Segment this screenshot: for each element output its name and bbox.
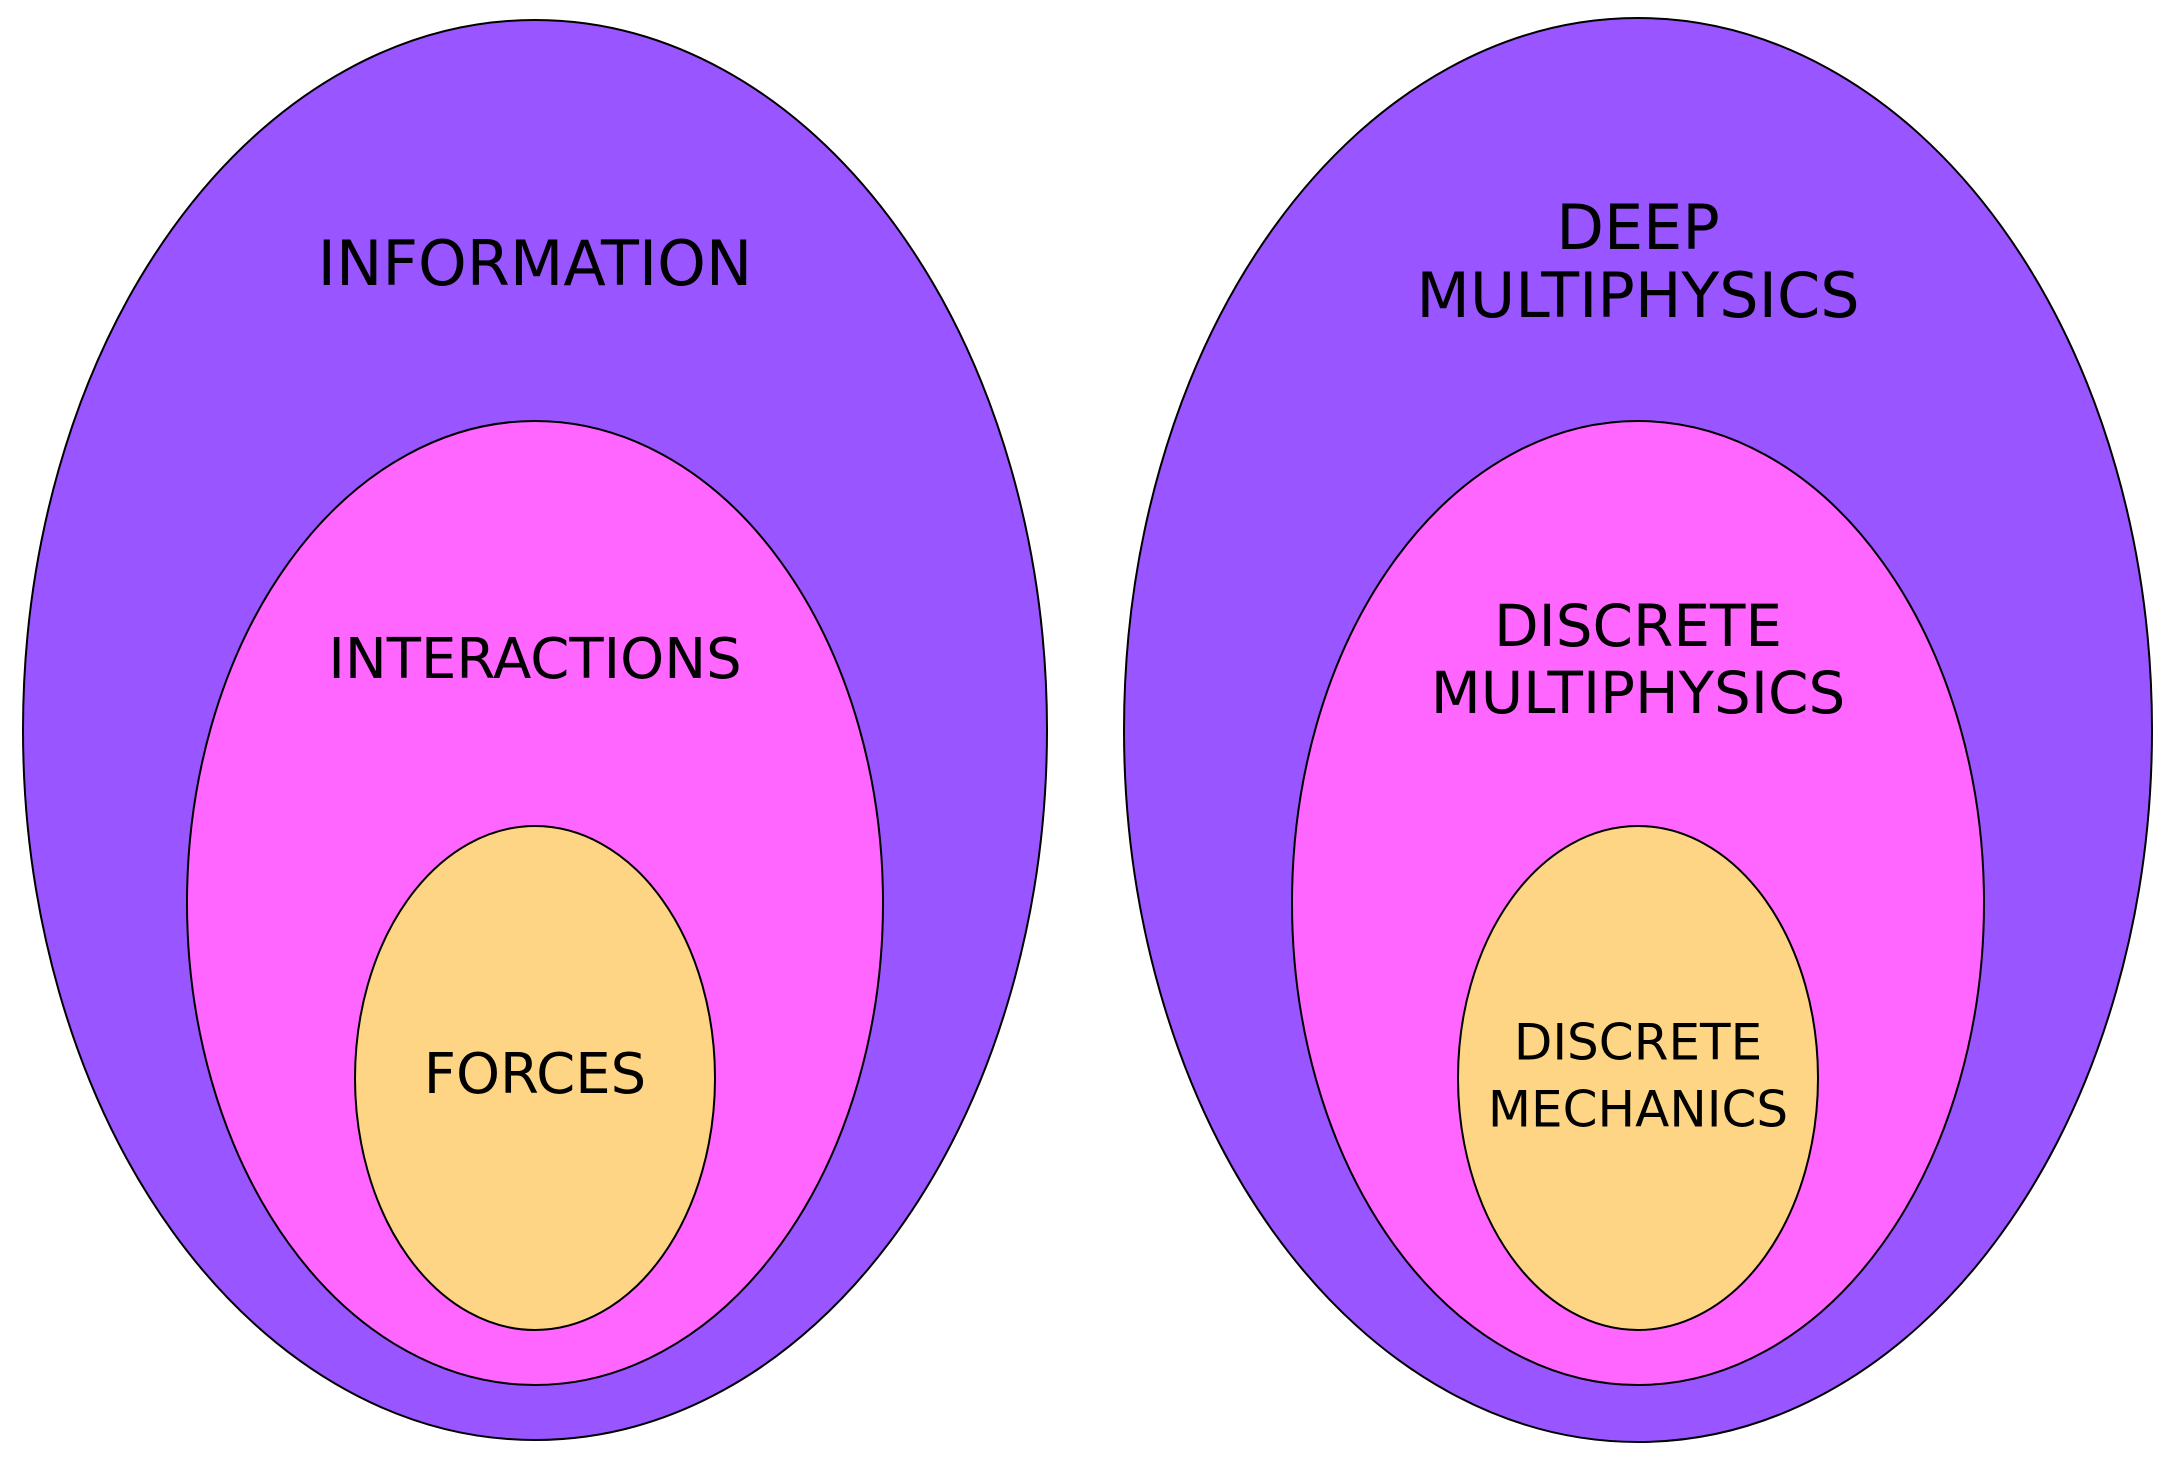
right-inner-label-line1: DISCRETE (1514, 1014, 1762, 1072)
left-inner-label: FORCES (424, 1042, 646, 1107)
left-middle-label: INTERACTIONS (328, 627, 741, 692)
left-outer-label: INFORMATION (318, 227, 753, 300)
right-middle-label-line2: MULTIPHYSICS (1431, 659, 1846, 727)
right-inner-label-line2: MECHANICS (1488, 1081, 1788, 1139)
right-middle-label-line1: DISCRETE (1494, 592, 1782, 660)
left-inner-ellipse (354, 825, 716, 1331)
right-outer-label-line1: DEEP (1556, 191, 1719, 264)
right-inner-ellipse (1457, 825, 1819, 1331)
left-nested-diagram: INFORMATION INTERACTIONS FORCES (22, 19, 1048, 1441)
right-nested-diagram: DEEP MULTIPHYSICS DISCRETE MULTIPHYSICS … (1123, 17, 2153, 1443)
right-outer-label-line2: MULTIPHYSICS (1416, 259, 1859, 332)
